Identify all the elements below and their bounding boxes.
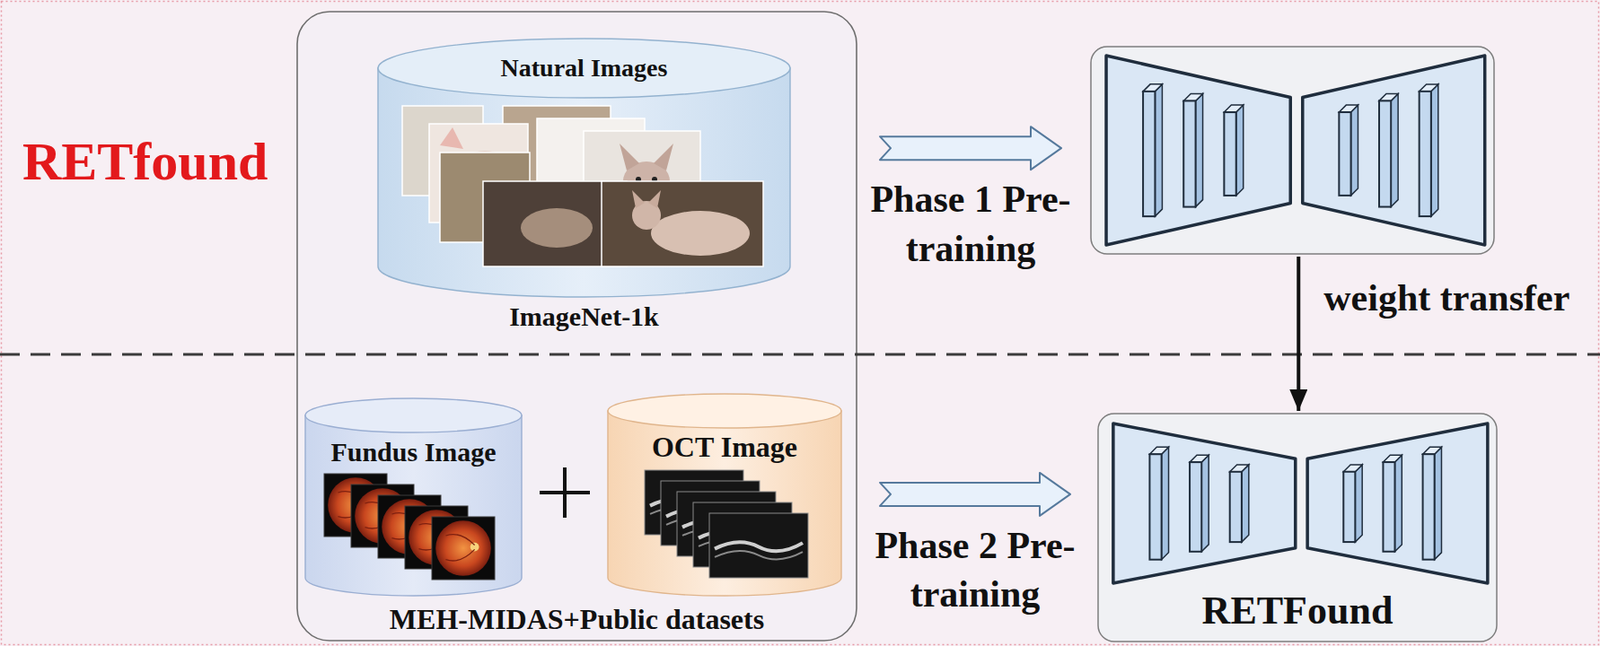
oct-scan — [709, 513, 809, 579]
layer-block — [1379, 100, 1391, 207]
phase-label: Phase 2 Pre-training — [867, 521, 1083, 620]
layer-side — [1241, 465, 1249, 543]
divider-line — [296, 353, 858, 357]
fundus-stack — [324, 474, 495, 581]
layer-top — [1379, 93, 1398, 101]
cat-body — [520, 208, 593, 248]
cylinder-body — [305, 415, 522, 597]
block-arrow — [879, 473, 1071, 517]
phase-label: Phase 1 Pre-training — [862, 175, 1079, 273]
layer-side — [1390, 93, 1398, 207]
fundus-photo — [431, 517, 495, 581]
layer-block — [1419, 91, 1432, 217]
group-outline — [297, 11, 857, 642]
retina — [435, 520, 492, 577]
plus-sign — [539, 467, 590, 519]
image-database-drawing — [606, 393, 843, 598]
image-database: OCT Image — [606, 393, 843, 598]
layer-block — [1382, 462, 1395, 553]
layer-block — [1189, 462, 1202, 553]
oct-stack — [644, 470, 809, 579]
layer-block — [1338, 112, 1351, 196]
layer-side — [1161, 447, 1170, 560]
decoder-shape — [1307, 423, 1488, 584]
photo-stack — [402, 105, 764, 267]
layer-block — [1142, 91, 1155, 217]
layer-side — [1201, 455, 1209, 553]
layer-block — [1230, 472, 1242, 543]
cylinder-body — [378, 68, 791, 298]
photo — [601, 181, 764, 267]
retina-layer — [714, 551, 803, 561]
layer-block — [1149, 454, 1161, 560]
layer-top — [1230, 465, 1249, 473]
layer-top — [1423, 447, 1442, 455]
decoder-shape — [1302, 55, 1486, 246]
arrow-line — [1296, 256, 1301, 412]
cat-ears — [619, 143, 674, 171]
database-title: OCT Image — [651, 430, 798, 465]
figure-title: RETfound — [22, 131, 268, 194]
layer-side — [1154, 84, 1162, 217]
encoder-shape — [1106, 55, 1291, 246]
image-database: Natural ImagesImageNet-1k — [377, 37, 792, 336]
layer-top — [1183, 93, 1203, 101]
edge-label: weight transfer — [1323, 273, 1570, 324]
database-title: Natural Images — [501, 53, 669, 83]
layer-top — [1149, 447, 1169, 455]
model-outline — [1090, 46, 1495, 255]
encoder-shape — [1113, 423, 1296, 584]
cat-ear — [439, 127, 464, 150]
dataset-group: MEH-MIDAS+Public datasets Natural ImagesI… — [296, 10, 858, 642]
layer-block — [1343, 472, 1355, 543]
vessels — [445, 535, 475, 562]
layer-top — [1419, 84, 1439, 92]
divider-line — [0, 353, 1600, 357]
model-outline — [1098, 413, 1497, 642]
layer-top — [1382, 455, 1402, 463]
model-box: RETFound — [1097, 413, 1498, 643]
image-database-drawing — [304, 397, 523, 598]
layer-side — [1394, 455, 1402, 553]
layer-side — [1434, 447, 1442, 560]
image-database: Fundus Image — [304, 397, 523, 598]
layer-side — [1351, 105, 1359, 196]
cat-body — [650, 210, 750, 256]
dataset-label: MEH-MIDAS+Public datasets — [389, 603, 765, 637]
layer-top — [1343, 465, 1363, 473]
cat-ears — [632, 190, 661, 209]
cylinder-top — [607, 394, 842, 429]
layer-top — [1223, 105, 1243, 113]
retina-layer — [714, 542, 803, 552]
layer-side — [1354, 465, 1363, 543]
dataset-name: ImageNet-1k — [509, 301, 660, 334]
cylinder-top — [378, 38, 791, 98]
layer-block — [1423, 454, 1435, 560]
layer-top — [1189, 455, 1209, 463]
layer-top — [1338, 105, 1358, 113]
database-title: Fundus Image — [330, 437, 496, 469]
layer-block — [1223, 112, 1236, 196]
layer-side — [1195, 93, 1204, 207]
block-arrow — [879, 126, 1062, 170]
model-name: RETFound — [1202, 589, 1394, 635]
cylinder-body — [607, 411, 842, 597]
layer-side — [1236, 105, 1244, 196]
model-box — [1090, 45, 1495, 255]
layer-block — [1183, 100, 1196, 207]
model-box-drawing — [1090, 45, 1495, 255]
image-database-drawing — [377, 37, 792, 336]
layer-side — [1431, 84, 1439, 217]
cylinder-top — [305, 398, 522, 433]
layer-top — [1142, 84, 1162, 92]
